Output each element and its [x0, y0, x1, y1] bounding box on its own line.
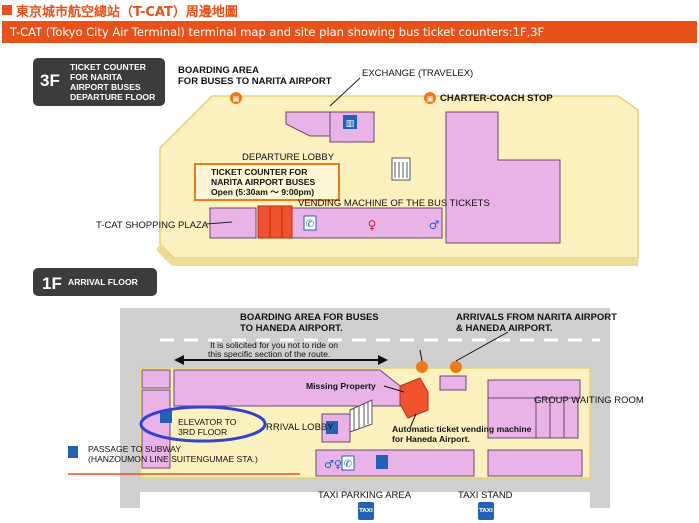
label-1f-boarding-1: BOARDING AREA FOR BUSES [240, 312, 379, 323]
road-1f-top [120, 308, 610, 368]
elevator-highlight-ring [139, 405, 267, 443]
badge-3f-line-1: TICKET COUNTER [70, 62, 147, 72]
room-1f-left-col [141, 389, 171, 469]
label-ticket-counter-1: TICKET COUNTER FOR [211, 167, 308, 177]
taxi-sign-stand: TAXI [478, 502, 494, 520]
phone-icon-1f [341, 455, 355, 471]
label-auto-ticket-1: Automatic ticket vending machine [392, 424, 532, 434]
label-group-waiting-room: GROUP WAITING ROOM [534, 395, 644, 406]
automatic-ticket-machine-1f [399, 377, 429, 419]
room-1f-left-top [141, 369, 171, 389]
men-restroom-icon-3f: ♂ [429, 218, 440, 232]
taxi-sign-parking: TAXI [358, 502, 374, 520]
subtitle-banner: T-CAT (Tokyo City Air Terminal) terminal… [2, 21, 697, 43]
label-arrivals-1: ARRIVALS FROM NARITA AIRPORT [456, 312, 617, 323]
floor-3f: ▥ ✆ ♀ ♂ ▣ ▣ 3F TICKET COUNTER FOR NARIT [33, 58, 639, 266]
label-missing-property: Missing Property [306, 381, 376, 391]
label-auto-ticket-2: for Haneda Airport. [392, 434, 470, 444]
bus-stop-icon-1f-b [450, 361, 462, 373]
stairs-icon-3f [391, 157, 411, 181]
label-solicited-1: It is solicited for you not to ride on [210, 340, 338, 350]
road-1f-right [590, 368, 610, 508]
charter-glyph: ▣ [427, 95, 434, 103]
badge-1f-number: 1F [42, 274, 62, 293]
auto-ticket-leader [409, 413, 417, 429]
taxi-sign-stand-text: TAXI [479, 508, 493, 514]
label-passage-2: (HANZOUMON LINE SUITENGUMAE STA.) [88, 454, 258, 464]
label-taxi-stand: TAXI STAND [458, 490, 513, 501]
label-1f-boarding-2: TO HANEDA AIRPORT. [240, 323, 343, 334]
bus-stop-glyph-3f: ▣ [233, 95, 240, 103]
boarding-leader [419, 349, 423, 362]
shopping-plaza-leader-line [205, 221, 233, 225]
label-solicited-2: this specific section of the route. [208, 349, 330, 359]
badge-3f-line-4: DEPARTURE FLOOR [70, 92, 156, 102]
badge-1f-label: ARRIVAL FLOOR [68, 277, 139, 287]
floor-1f: 1F ARRIVAL FLOOR [33, 268, 644, 520]
label-elevator-2: 3RD FLOOR [178, 427, 227, 437]
arrow-head-right [378, 355, 388, 365]
label-ticket-counter-2: NARITA AIRPORT BUSES [211, 177, 316, 187]
road-1f-bottom [120, 478, 610, 492]
label-exchange: EXCHANGE (TRAVELEX) [362, 68, 473, 79]
elevator-icon-1f-bottom [376, 455, 388, 469]
phone-icon-3f [303, 215, 317, 231]
badge-3f-number: 3F [40, 71, 60, 90]
elevator-icon-3f-glyph: ▥ [346, 119, 355, 129]
road-1f-left [120, 368, 140, 508]
ticket-counter-3f [257, 205, 293, 239]
title-square-icon [2, 5, 12, 15]
label-arrivals-2: & HANEDA AIRPORT. [456, 323, 552, 334]
elevator-icon-1f-left [160, 410, 172, 423]
room-3f-right-block [445, 111, 561, 244]
restroom-icon-1f: ♂♀ [324, 458, 342, 471]
page-title-row: 東京城市航空總站（T-CAT）周邊地圖 [2, 0, 238, 20]
badge-3f-line-2: FOR NARITA [70, 72, 122, 82]
label-3f-boarding-2: FOR BUSES TO NARITA AIRPORT [178, 76, 332, 87]
label-departure-lobby: DEPARTURE LOBBY [242, 152, 335, 163]
room-group-waiting-stalls [535, 397, 579, 439]
label-3f-boarding-1: BOARDING AREA [178, 65, 259, 76]
bus-stop-icon-3f [230, 92, 242, 104]
elevator-icon-1f [326, 421, 338, 434]
label-arrival-lobby: RRIVAL LOBBY [266, 422, 334, 433]
room-group-waiting-lower [487, 397, 537, 439]
label-shopping-plaza: T-CAT SHOPPING PLAZA [96, 220, 209, 231]
missing-property-leader [383, 385, 405, 393]
arrivals-leader [455, 331, 509, 362]
elevator-icon-3f [343, 115, 357, 129]
subway-icon [68, 446, 78, 458]
page-title: 東京城市航空總站（T-CAT）周邊地圖 [16, 4, 238, 20]
phone-glyph-3f: ✆ [306, 219, 314, 230]
phone-glyph-1f: ✆ [344, 459, 352, 470]
ticket-counter-callout [194, 163, 340, 201]
exchange-leader-line [329, 77, 361, 107]
label-charter-stop: CHARTER-COACH STOP [440, 93, 553, 104]
bus-stop-icon-1f-a [416, 361, 428, 373]
label-elevator-1: ELEVATOR TO [178, 417, 237, 427]
label-ticket-counter-3: Open (5:30am ～ 9:00pm) [211, 187, 314, 197]
label-vending-machine: VENDING MACHINE OF THE BUS TICKETS [298, 198, 490, 209]
label-taxi-parking: TAXI PARKING AREA [318, 490, 412, 501]
floor-badge-1f: 1F ARRIVAL FLOOR [33, 268, 157, 296]
room-1f-right-small [439, 375, 467, 391]
floor-3f-plate-edge [156, 244, 638, 266]
badge-3f-line-3: AIRPORT BUSES [70, 82, 141, 92]
room-1f-bottom-right [487, 449, 583, 477]
women-restroom-icon-3f: ♀ [368, 218, 377, 232]
arrow-head-left [174, 355, 184, 365]
floor-badge-3f: 3F TICKET COUNTER FOR NARITA AIRPORT BUS… [33, 58, 165, 106]
room-3f-mid-shops [291, 207, 443, 239]
taxi-sign-parking-text: TAXI [359, 508, 373, 514]
charter-coach-stop-icon [424, 92, 436, 104]
label-passage-1: PASSAGE TO SUBWAY [88, 444, 181, 454]
